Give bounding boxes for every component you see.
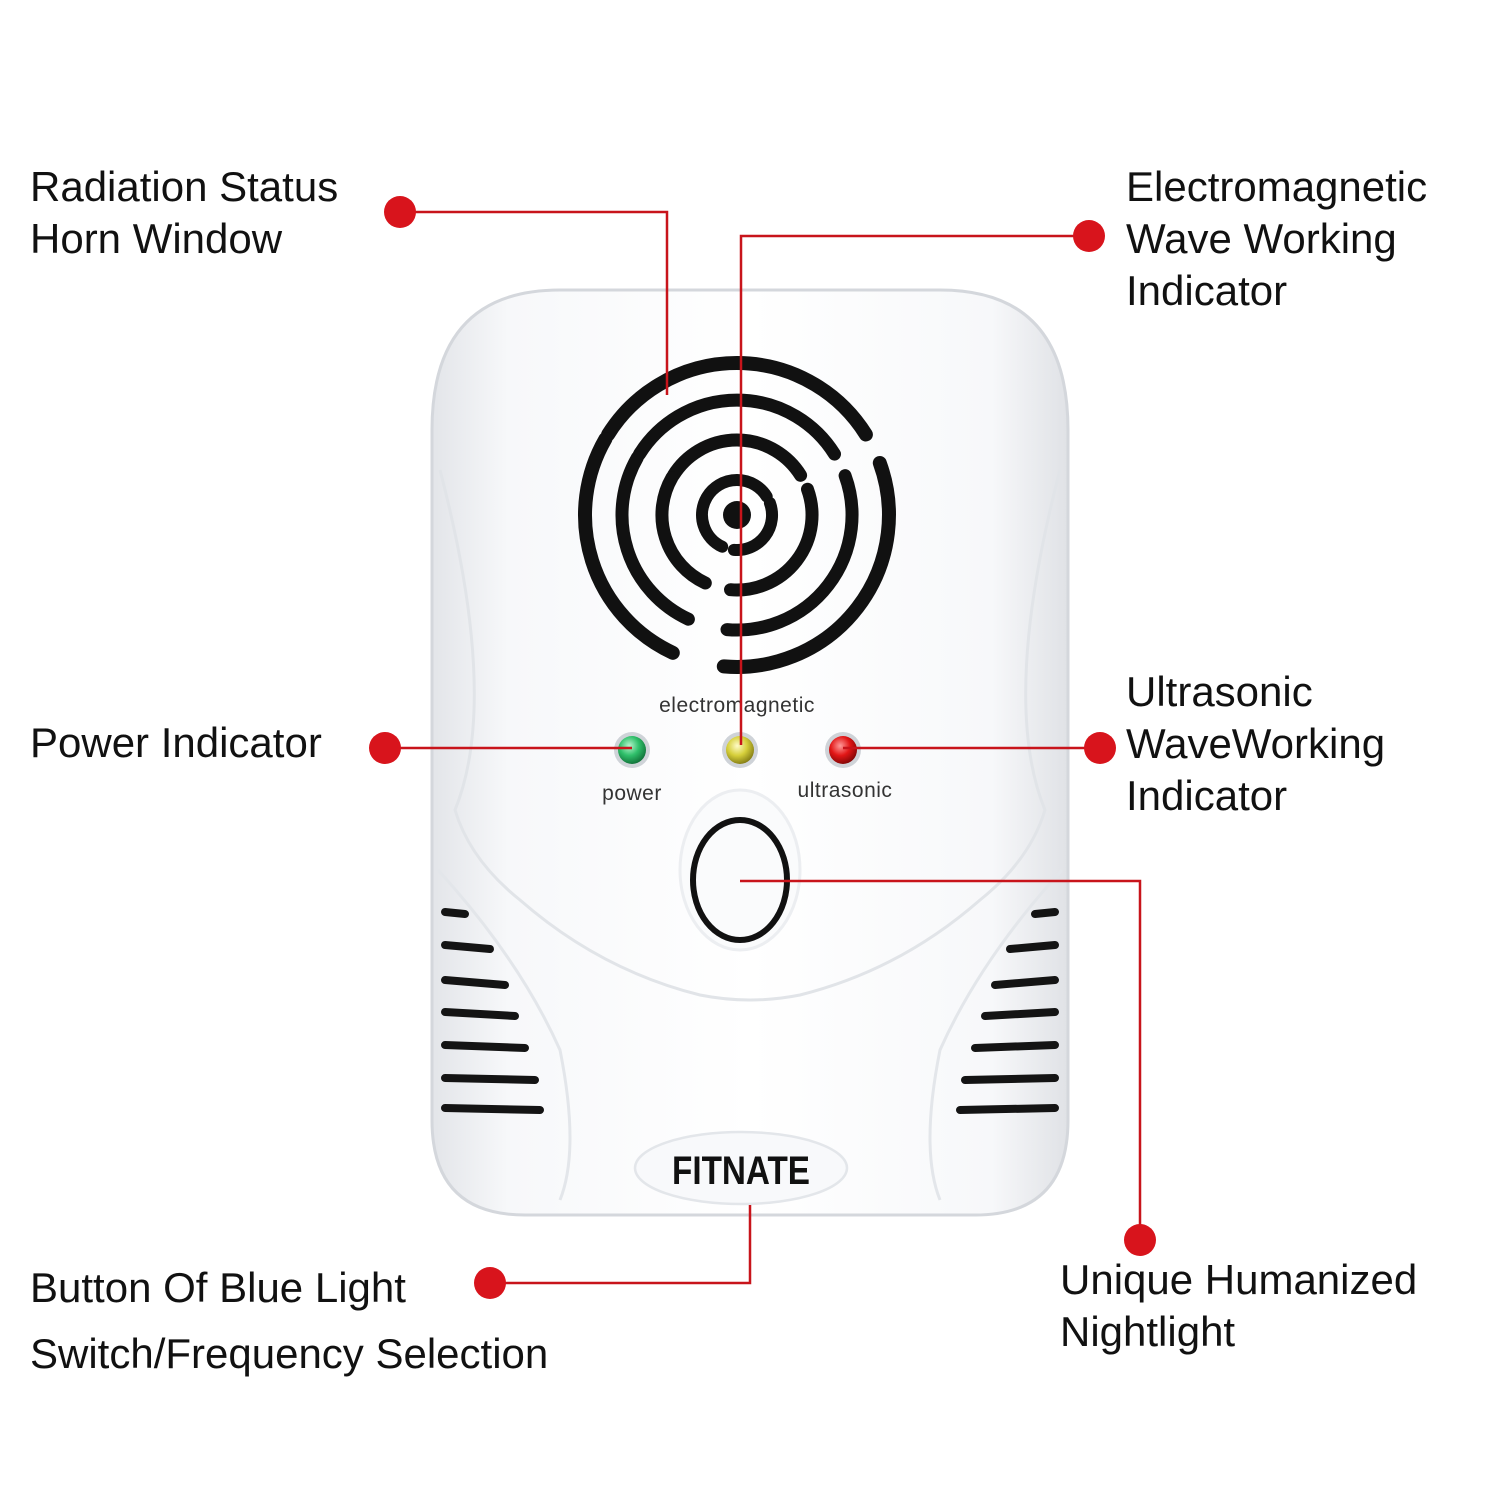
vent-slot	[956, 1104, 1059, 1114]
brand-logo: FITNATE	[672, 1149, 810, 1193]
vent-slots-icon	[956, 908, 1059, 1114]
vent-slot	[441, 941, 494, 953]
callout-dots	[369, 196, 1156, 1299]
dot-ultrasonic-indicator	[1084, 732, 1116, 764]
grille-arc	[666, 433, 808, 482]
vent-slot	[441, 1104, 544, 1114]
vent-slot	[971, 1041, 1059, 1052]
grille-arc	[655, 471, 712, 590]
line-em-indicator	[739, 234, 1089, 745]
front-panel-contour	[438, 469, 1062, 1002]
line-button	[490, 1205, 752, 1285]
grille-arc	[615, 451, 695, 626]
callout-lines	[385, 210, 1142, 1285]
dot-nightlight	[1124, 1224, 1156, 1256]
grille-arc	[720, 469, 859, 637]
vent-slot	[1031, 908, 1059, 918]
callout-radiation-window: Radiation Status Horn Window	[30, 163, 339, 262]
grille-arc	[578, 432, 680, 660]
vent-slot	[441, 1074, 539, 1084]
vent-slot	[991, 976, 1059, 989]
label-power: power	[602, 782, 662, 805]
nightlight-button-halo	[678, 788, 802, 952]
brand-badge	[633, 1130, 849, 1206]
callout-ultrasonic-indicator: Ultrasonic WaveWorking Indicator	[1126, 668, 1386, 819]
vent-slots-icon	[441, 908, 544, 1114]
led-icon	[726, 736, 754, 764]
speaker-grille-icon	[578, 356, 896, 674]
dot-button	[474, 1267, 506, 1299]
grille-arc	[633, 393, 841, 461]
vent-slot	[441, 1041, 529, 1052]
vent-slot	[1006, 941, 1059, 953]
grille-arc	[701, 474, 773, 503]
line-nightlight	[740, 879, 1142, 1240]
vent-slot	[981, 1008, 1059, 1020]
dot-radiation-window	[384, 196, 416, 228]
callout-power-indicator: Power Indicator	[30, 719, 322, 766]
label-electromagnetic: electromagnetic	[659, 694, 815, 717]
vent-slot	[441, 1008, 519, 1020]
callout-em-indicator: Electromagnetic Wave Working Indicator	[1126, 163, 1428, 314]
grille-arc	[727, 497, 778, 557]
callout-button: Button Of Blue Light Switch/Frequency Se…	[30, 1264, 549, 1377]
grille-arc	[601, 356, 873, 442]
vent-slot	[441, 976, 509, 989]
label-ultrasonic: ultrasonic	[798, 779, 893, 802]
grille-arc	[716, 456, 896, 674]
grille-center	[723, 501, 751, 529]
repeller-device: electromagnetic power ultrasonic FITNATE	[430, 288, 1070, 1217]
grille-arc	[696, 491, 729, 553]
vent-slot	[441, 908, 469, 918]
led-power	[614, 732, 650, 768]
callout-nightlight: Unique Humanized Nightlight	[1060, 1256, 1418, 1355]
vent-slot	[961, 1074, 1059, 1084]
grille-arc	[724, 482, 819, 597]
dot-power-indicator	[369, 732, 401, 764]
right-side-housing	[928, 868, 1064, 1201]
led-ultrasonic	[825, 732, 861, 768]
line-radiation-window	[400, 210, 669, 395]
led-icon	[829, 736, 857, 764]
left-side-housing	[436, 868, 572, 1201]
led-electromagnetic	[722, 732, 758, 768]
dot-em-indicator	[1073, 220, 1105, 252]
led-icon	[618, 736, 646, 764]
